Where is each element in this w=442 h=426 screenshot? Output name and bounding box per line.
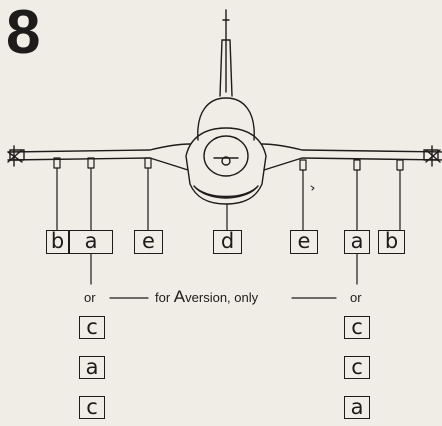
or-label-left: or (84, 290, 96, 305)
label-box-a-left: a (69, 229, 113, 254)
version-note-prefix: for (155, 290, 174, 305)
label-box-a-right: a (344, 229, 370, 254)
alt-box-right-1: c (344, 315, 370, 339)
label-box-b-right: b (378, 229, 405, 254)
vertical-tail (219, 39, 233, 97)
version-note: for Aversion, only (155, 288, 258, 305)
alt-box-left-3: c (79, 395, 105, 419)
alt-box-left-2: a (79, 355, 105, 379)
leader-lines (56, 167, 401, 299)
label-box-e-left: e (134, 229, 163, 254)
version-note-suffix: version, only (185, 290, 259, 305)
page-number: 8 (6, 0, 40, 67)
wingtip-missile-left (7, 145, 25, 167)
canopy (197, 97, 255, 141)
label-box-b-left: b (46, 229, 69, 254)
alt-box-right-3: a (344, 395, 370, 419)
intake-lip (193, 185, 259, 199)
wingtip-missile-right (423, 145, 441, 167)
wing-right (261, 143, 442, 171)
or-label-right: or (350, 290, 362, 305)
label-box-d: d (213, 229, 242, 254)
alt-box-right-2: c (344, 355, 370, 379)
fuselage (185, 127, 267, 205)
version-note-letter: A (173, 287, 186, 306)
alt-box-left-1: c (79, 315, 105, 339)
wing-left (7, 143, 191, 171)
engine-intake (203, 135, 249, 177)
label-box-e-right: e (290, 229, 318, 254)
